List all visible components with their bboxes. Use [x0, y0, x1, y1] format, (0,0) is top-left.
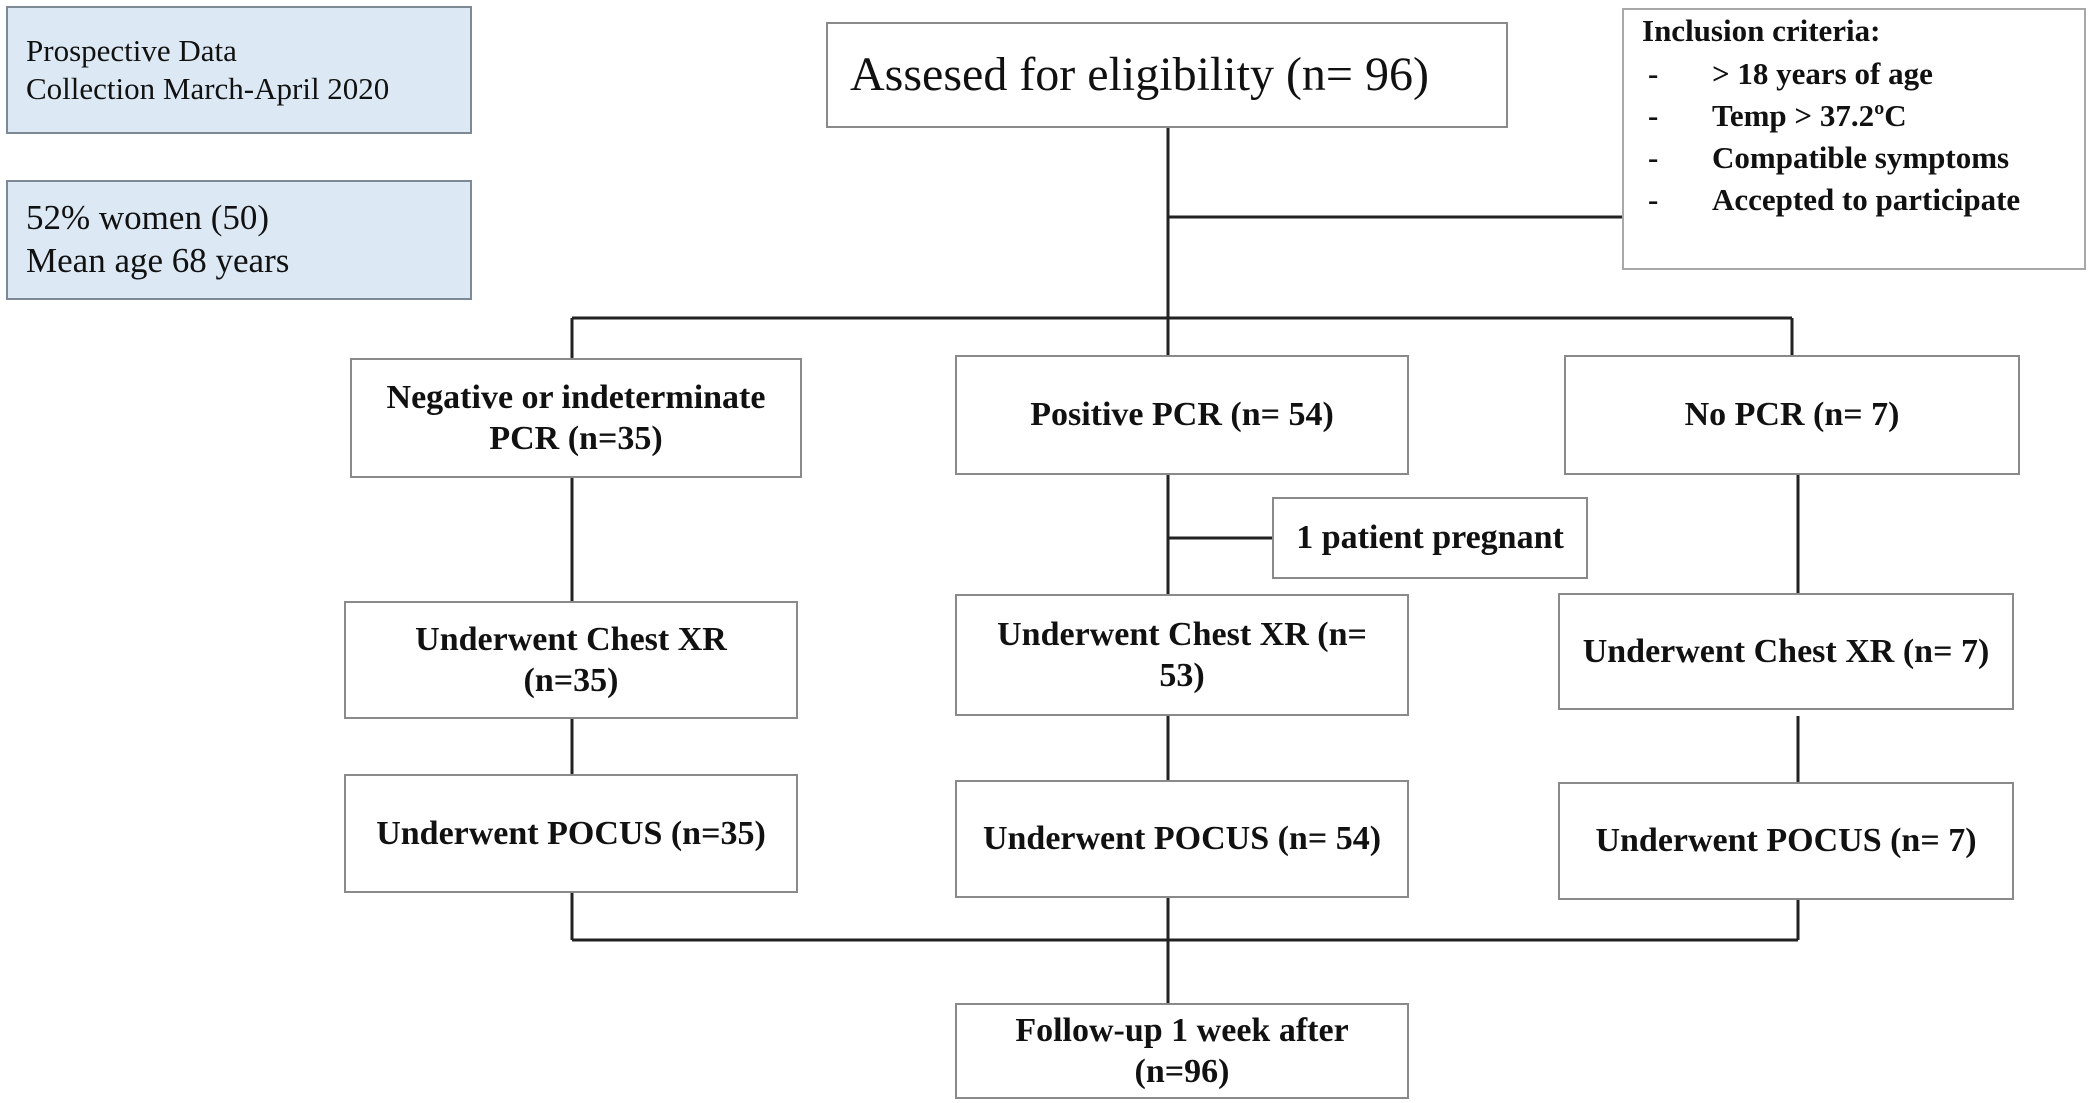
excluded-pregnant-label: 1 patient pregnant — [1296, 519, 1564, 557]
positive-pocus-box: Underwent POCUS (n= 54) — [955, 780, 1409, 898]
no-pcr-pocus-box: Underwent POCUS (n= 7) — [1558, 782, 2014, 900]
inclusion-criteria-text: > 18 years of age — [1712, 56, 1933, 92]
inclusion-criteria-text: Compatible symptoms — [1712, 140, 2010, 176]
negative-pocus-label: Underwent POCUS (n=35) — [376, 814, 766, 852]
no-pcr-xr-box: Underwent Chest XR (n= 7) — [1558, 593, 2014, 710]
inclusion-criteria-item: - Compatible symptoms — [1642, 139, 2084, 181]
positive-xr-box: Underwent Chest XR (n= 53) — [955, 594, 1409, 716]
inclusion-criteria-text: Temp > 37.2ºC — [1712, 98, 1907, 134]
negative-xr-line-1: Underwent Chest XR — [415, 620, 727, 658]
followup-box: Follow-up 1 week after (n=96) — [955, 1003, 1409, 1099]
positive-pocus-label: Underwent POCUS (n= 54) — [982, 820, 1382, 858]
followup-line-2: (n=96) — [1134, 1053, 1230, 1090]
data-collection-line-2: Collection March-April 2020 — [26, 71, 390, 106]
eligibility-label: Assesed for eligibility (n= 96) — [850, 47, 1429, 101]
no-pcr-xr-label: Underwent Chest XR (n= 7) — [1582, 632, 1990, 670]
followup-line-1: Follow-up 1 week after — [1015, 1011, 1349, 1049]
positive-pcr-label: Positive PCR (n= 54) — [1030, 396, 1334, 434]
demographics-box: 52% women (50) Mean age 68 years — [6, 180, 472, 300]
positive-xr-line-1: Underwent Chest XR (n= — [997, 615, 1367, 653]
bullet-dash: - — [1648, 56, 1659, 92]
inclusion-criteria-item: - Accepted to participate — [1642, 181, 2084, 223]
negative-xr-box: Underwent Chest XR (n=35) — [344, 601, 798, 719]
positive-xr-line-2: 53) — [1159, 657, 1205, 694]
no-pcr-box: No PCR (n= 7) — [1564, 355, 2020, 475]
inclusion-criteria-item: - > 18 years of age — [1642, 55, 2084, 97]
negative-xr-line-2: (n=35) — [523, 662, 619, 699]
data-collection-line-1: Prospective Data — [26, 33, 237, 69]
eligibility-box: Assesed for eligibility (n= 96) — [826, 22, 1508, 128]
excluded-pregnant-box: 1 patient pregnant — [1272, 497, 1588, 579]
inclusion-criteria-item: - Temp > 37.2ºC — [1642, 97, 2084, 139]
negative-pocus-box: Underwent POCUS (n=35) — [344, 774, 798, 893]
bullet-dash: - — [1648, 182, 1659, 218]
negative-pcr-line-2: PCR (n=35) — [489, 420, 663, 457]
no-pcr-label: No PCR (n= 7) — [1684, 396, 1900, 434]
inclusion-criteria-title: Inclusion criteria: — [1642, 13, 1881, 48]
positive-pcr-box: Positive PCR (n= 54) — [955, 355, 1409, 475]
bullet-dash: - — [1648, 98, 1659, 134]
no-pcr-pocus-label: Underwent POCUS (n= 7) — [1595, 822, 1977, 860]
negative-pcr-box: Negative or indeterminate PCR (n=35) — [350, 358, 802, 478]
demographics-line-2: Mean age 68 years — [26, 241, 290, 280]
inclusion-criteria-box: Inclusion criteria: - > 18 years of age … — [1622, 8, 2086, 270]
negative-pcr-line-1: Negative or indeterminate — [386, 378, 766, 416]
demographics-line-1: 52% women (50) — [26, 198, 270, 238]
inclusion-criteria-text: Accepted to participate — [1712, 182, 2021, 218]
bullet-dash: - — [1648, 140, 1659, 176]
data-collection-box: Prospective Data Collection March-April … — [6, 6, 472, 134]
